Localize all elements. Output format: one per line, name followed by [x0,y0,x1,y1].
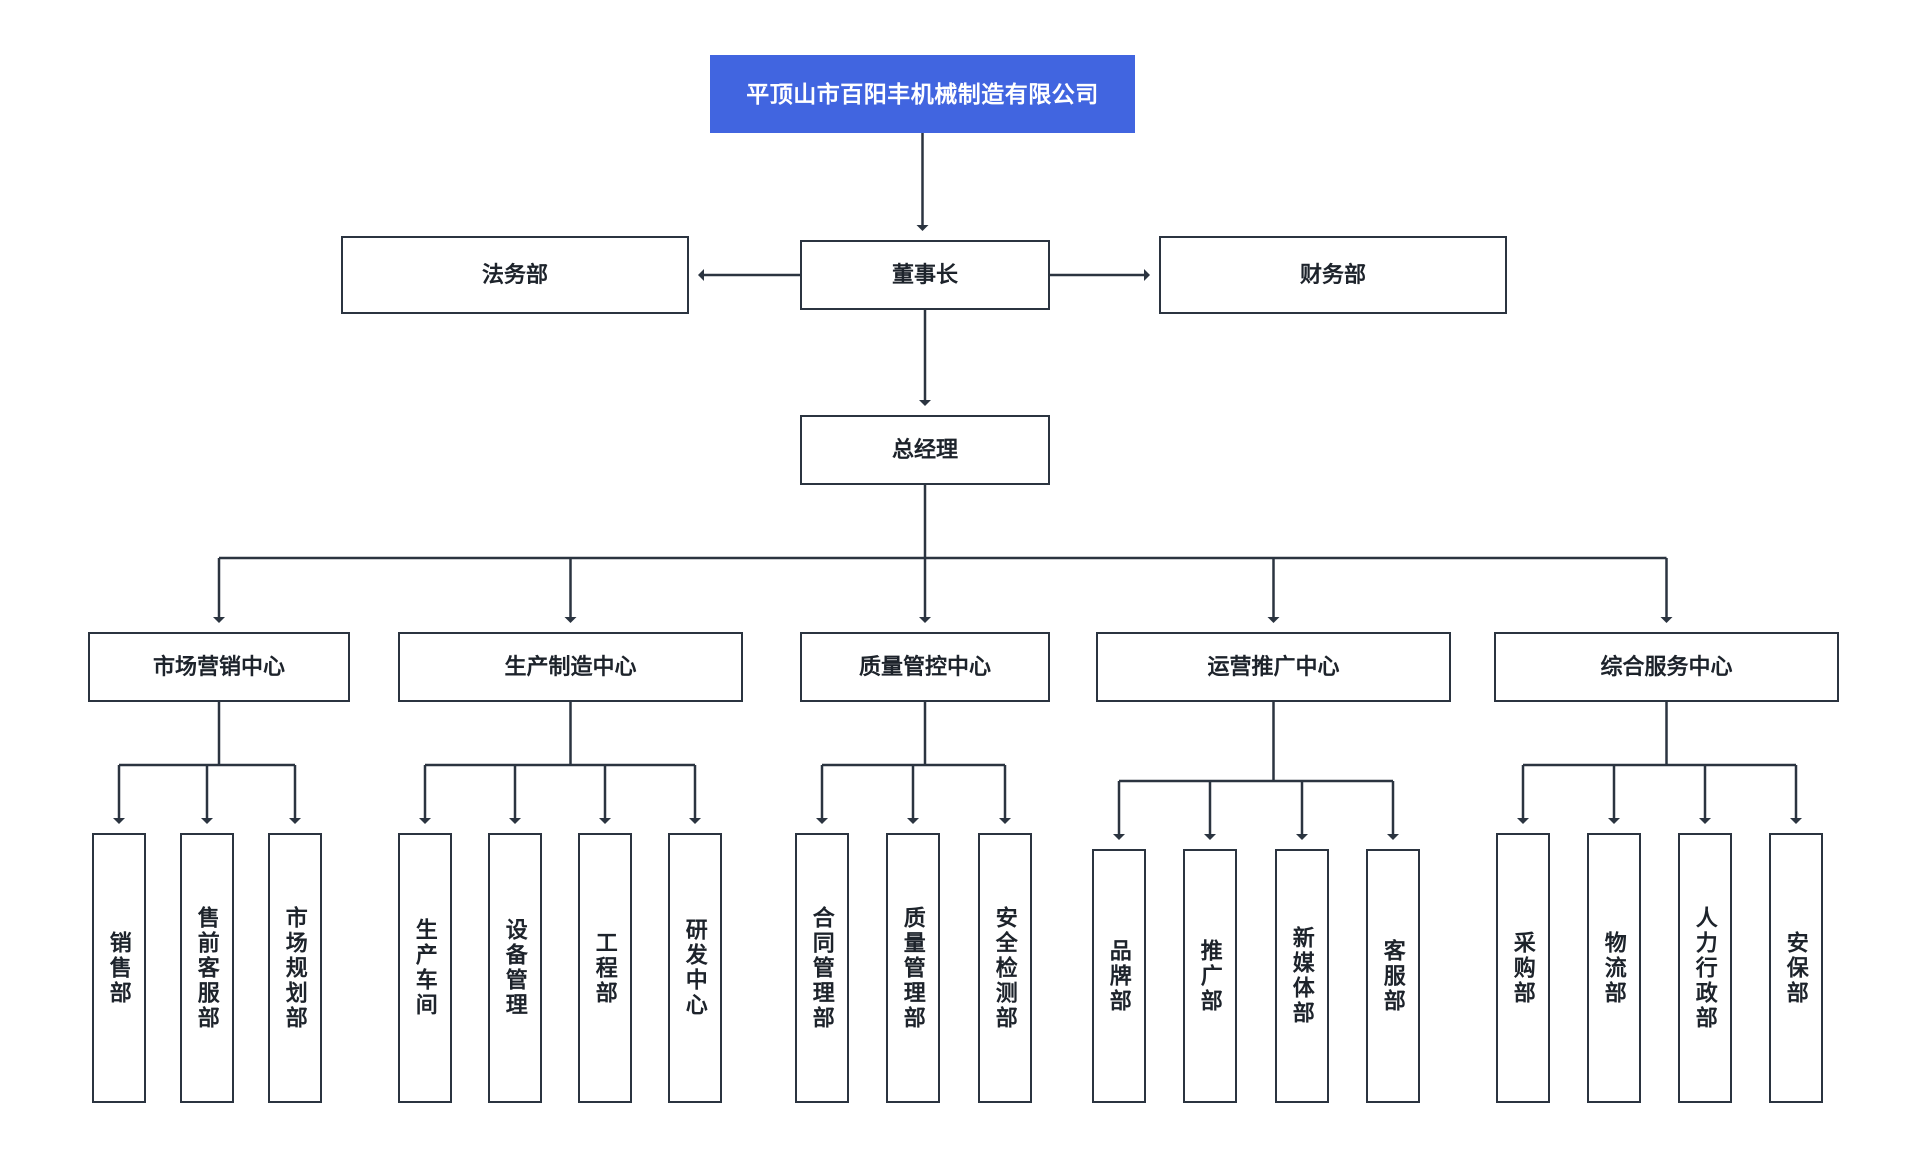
node-label: 工程部 [592,930,618,1006]
node-department-services-2[interactable]: 人力行政部 [1678,833,1732,1103]
node-label: 运营推广中心 [1207,654,1340,680]
node-center-quality[interactable]: 质量管控中心 [800,632,1050,702]
node-label: 市场规划部 [282,905,308,1031]
node-label: 法务部 [481,262,548,288]
node-department-quality-0[interactable]: 合同管理部 [795,833,849,1103]
node-department-operations-0[interactable]: 品牌部 [1092,849,1146,1103]
node-department-marketing-0[interactable]: 销售部 [92,833,146,1103]
node-center-manufacturing[interactable]: 生产制造中心 [398,632,743,702]
node-label: 人力行政部 [1692,905,1718,1031]
node-chairman[interactable]: 董事长 [800,240,1050,310]
node-label: 市场营销中心 [152,654,285,680]
node-label: 品牌部 [1106,938,1132,1014]
node-label: 平顶山市百阳丰机械制造有限公司 [746,80,1099,107]
node-center-marketing[interactable]: 市场营销中心 [88,632,350,702]
node-label: 新媒体部 [1289,926,1315,1026]
node-label: 综合服务中心 [1600,654,1733,680]
node-center-operations[interactable]: 运营推广中心 [1096,632,1451,702]
node-label: 采购部 [1510,930,1536,1006]
node-department-quality-2[interactable]: 安全检测部 [978,833,1032,1103]
node-center-services[interactable]: 综合服务中心 [1494,632,1839,702]
node-legal-department[interactable]: 法务部 [341,236,689,314]
node-label: 合同管理部 [809,905,835,1031]
node-label: 财务部 [1299,262,1366,288]
node-label: 生产制造中心 [504,654,637,680]
node-label: 总经理 [891,437,958,463]
node-department-manufacturing-0[interactable]: 生产车间 [398,833,452,1103]
node-label: 生产车间 [412,918,438,1018]
node-department-services-0[interactable]: 采购部 [1496,833,1550,1103]
node-label: 客服部 [1380,938,1406,1014]
node-department-manufacturing-1[interactable]: 设备管理 [488,833,542,1103]
node-department-manufacturing-3[interactable]: 研发中心 [668,833,722,1103]
node-department-operations-1[interactable]: 推广部 [1183,849,1237,1103]
node-department-manufacturing-2[interactable]: 工程部 [578,833,632,1103]
node-label: 售前客服部 [194,905,220,1031]
node-label: 推广部 [1197,938,1223,1014]
node-department-operations-3[interactable]: 客服部 [1366,849,1420,1103]
node-department-quality-1[interactable]: 质量管理部 [886,833,940,1103]
node-label: 研发中心 [682,918,708,1018]
node-label: 物流部 [1601,930,1627,1006]
node-label: 安全检测部 [992,905,1018,1031]
node-company-root[interactable]: 平顶山市百阳丰机械制造有限公司 [710,55,1135,133]
node-general-manager[interactable]: 总经理 [800,415,1050,485]
node-department-services-3[interactable]: 安保部 [1769,833,1823,1103]
node-label: 质量管控中心 [858,654,991,680]
node-label: 设备管理 [502,918,528,1018]
node-department-marketing-2[interactable]: 市场规划部 [268,833,322,1103]
node-label: 安保部 [1783,930,1809,1006]
node-label: 董事长 [891,262,958,288]
node-department-operations-2[interactable]: 新媒体部 [1275,849,1329,1103]
node-department-services-1[interactable]: 物流部 [1587,833,1641,1103]
node-label: 销售部 [106,930,132,1006]
node-label: 质量管理部 [900,905,926,1031]
node-finance-department[interactable]: 财务部 [1159,236,1507,314]
node-department-marketing-1[interactable]: 售前客服部 [180,833,234,1103]
